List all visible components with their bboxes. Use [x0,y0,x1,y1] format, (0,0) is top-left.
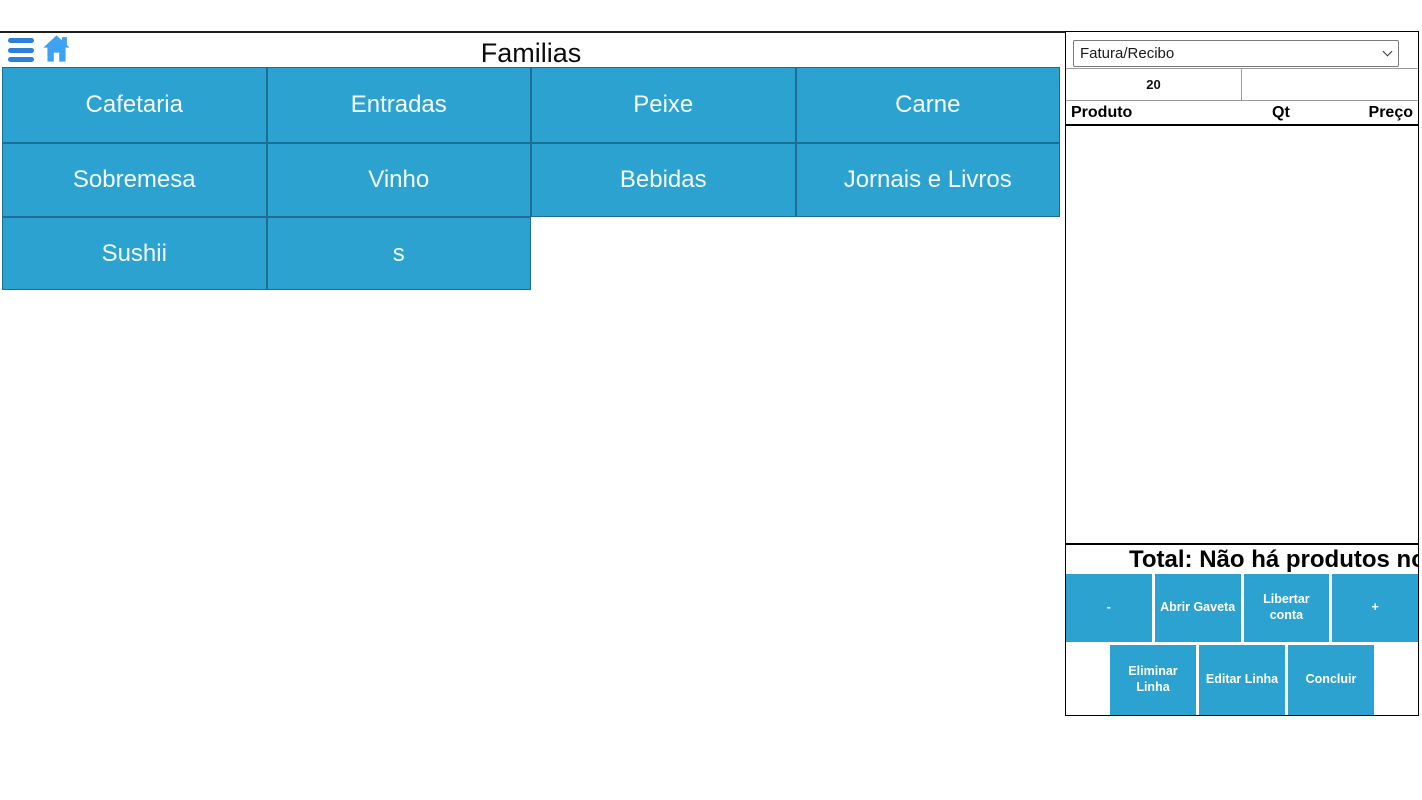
hamburger-bar [8,47,34,53]
family-button-s[interactable]: s [266,217,531,290]
hamburger-bar [8,38,34,43]
libertar-conta-button[interactable]: Libertar conta [1243,574,1330,642]
family-button-peixe[interactable]: Peixe [531,67,796,143]
items-table-header: Produto Qt Preço [1066,101,1418,126]
items-list[interactable] [1066,128,1418,543]
table-number-empty-cell[interactable] [1242,69,1418,100]
page-title: Familias [480,38,582,68]
hamburger-bar [8,57,34,62]
actions-row-top: - Abrir Gaveta Libertar conta + [1066,574,1418,642]
concluir-button[interactable]: Concluir [1288,645,1374,715]
actions-row-bottom: Eliminar Linha Editar Linha Concluir [1110,645,1374,715]
abrir-gaveta-button[interactable]: Abrir Gaveta [1154,574,1241,642]
document-type-select[interactable]: Fatura/Recibo [1073,40,1399,67]
sale-panel: Fatura/Recibo 20 Produto Qt Preço Total:… [1065,31,1419,716]
family-button-cafetaria[interactable]: Cafetaria [2,67,267,143]
table-number-cell[interactable]: 20 [1066,69,1242,100]
increase-quantity-button[interactable]: + [1332,574,1418,642]
family-button-sobremesa[interactable]: Sobremesa [2,143,267,217]
eliminar-linha-button[interactable]: Eliminar Linha [1110,645,1196,715]
table-number-row: 20 [1066,68,1418,101]
family-button-sushii[interactable]: Sushii [2,217,267,290]
column-header-qt: Qt [1272,103,1290,121]
top-divider [0,31,1066,33]
document-type-select-wrap: Fatura/Recibo [1073,40,1399,67]
column-header-preco: Preço [1368,103,1413,121]
family-grid: Cafetaria Entradas Peixe Carne Sobremesa… [2,67,1060,290]
decrease-quantity-button[interactable]: - [1066,574,1152,642]
family-button-carne[interactable]: Carne [795,67,1060,143]
home-icon[interactable] [42,34,71,63]
home-icon-svg [43,35,70,62]
total-row: Total: Não há produtos no [1066,543,1418,574]
family-button-jornais-e-livros[interactable]: Jornais e Livros [795,143,1060,217]
editar-linha-button[interactable]: Editar Linha [1199,645,1285,715]
family-button-entradas[interactable]: Entradas [266,67,531,143]
family-button-vinho[interactable]: Vinho [266,143,531,217]
family-button-bebidas[interactable]: Bebidas [531,143,796,217]
column-header-produto: Produto [1071,103,1133,121]
hamburger-menu-icon[interactable] [8,38,34,63]
